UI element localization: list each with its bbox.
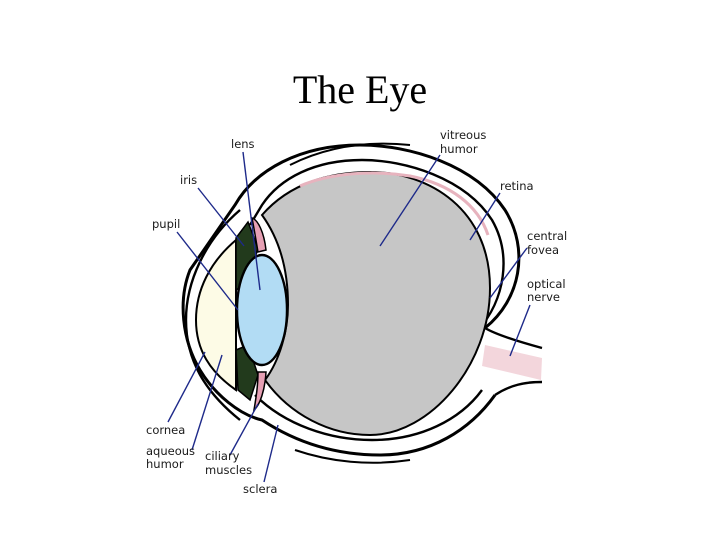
aqueous-humor: [194, 237, 237, 392]
optic-nerve-outline-top: [484, 326, 543, 350]
leader-vitreous: [379, 154, 441, 247]
sclera-outer: [181, 143, 521, 457]
sclera-inner-lower: [254, 389, 483, 442]
leader-iris: [197, 187, 245, 247]
leader-aqueous: [191, 354, 223, 451]
leader-optic: [509, 304, 531, 357]
label-fovea-2: fovea: [527, 243, 559, 257]
sclera-arc-bottom: [294, 449, 411, 464]
sclera-arc-top: [289, 142, 411, 166]
sclera-inner: [248, 158, 505, 331]
label-iris: iris: [180, 173, 197, 187]
label-aqueous-1: aqueous: [146, 444, 195, 458]
retina-layer: [299, 171, 490, 236]
lens: [235, 253, 289, 367]
ciliary-muscle-upper: [251, 216, 267, 253]
label-vitreous-2: humor: [440, 142, 478, 156]
leader-pupil: [176, 231, 239, 311]
label-ciliary-1: ciliary: [205, 449, 240, 463]
label-vitreous-1: vitreous: [440, 128, 486, 142]
vitreous-body: [260, 170, 492, 437]
optic-nerve-outline-bottom: [494, 380, 543, 396]
label-cornea: cornea: [146, 423, 185, 437]
label-ciliary-2: muscles: [205, 463, 252, 477]
label-pupil: pupil: [152, 217, 180, 231]
label-optic-2: nerve: [527, 290, 560, 304]
label-optic-1: optical: [527, 277, 566, 291]
leader-cornea: [167, 351, 206, 423]
label-sclera: sclera: [243, 482, 277, 496]
label-aqueous-2: humor: [146, 457, 184, 471]
leader-fovea: [489, 247, 528, 299]
cornea-outline: [184, 209, 241, 421]
leader-ciliary: [229, 403, 259, 456]
leader-lens: [242, 151, 261, 291]
leader-sclera: [263, 424, 279, 483]
label-lens: lens: [231, 137, 255, 151]
label-retina: retina: [500, 179, 534, 193]
label-fovea-1: central: [527, 229, 567, 243]
slide-title: The Eye: [292, 67, 428, 112]
optic-nerve: [482, 345, 542, 380]
leader-retina: [469, 192, 501, 241]
